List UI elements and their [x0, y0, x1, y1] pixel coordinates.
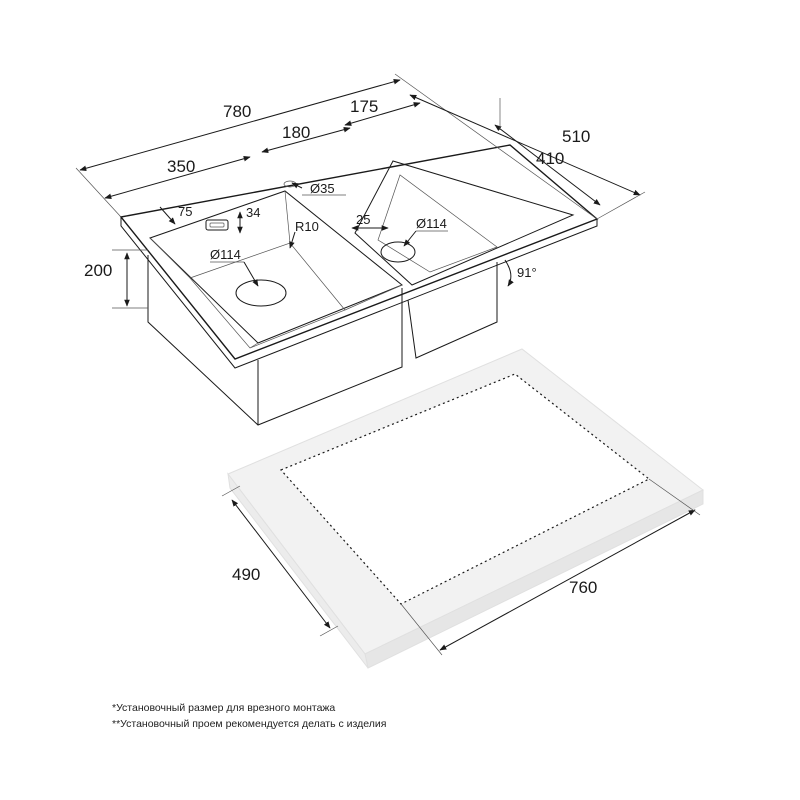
- right-bowl-inner: [377, 174, 498, 273]
- sink-dimension-lines: [75, 73, 646, 309]
- dim-75: 75: [178, 204, 192, 219]
- dim-25: 25: [356, 212, 370, 227]
- note-cutout-recommendation: **Установочный проем рекомендуется делат…: [112, 718, 387, 730]
- overflow-slot: [205, 219, 229, 231]
- dim-175: 175: [350, 97, 378, 116]
- dim-tap-hole: Ø35: [310, 181, 335, 196]
- countertop-cutout-drawing: [221, 348, 704, 669]
- dim-angle: 91°: [517, 265, 537, 280]
- left-drain-hole: [235, 279, 287, 307]
- sink-dimension-labels: 780 350 180 175 510 410 200 75 34 Ø35 R1…: [84, 97, 590, 280]
- dim-780: 780: [223, 102, 251, 121]
- dim-410: 410: [536, 149, 564, 168]
- right-bowl-rim: [354, 160, 575, 286]
- left-bowl-body: [147, 255, 403, 426]
- dim-34: 34: [246, 205, 260, 220]
- dim-200: 200: [84, 261, 112, 280]
- dim-radius: R10: [295, 219, 319, 234]
- dim-180: 180: [282, 123, 310, 142]
- sink-deck-outline: [119, 144, 599, 360]
- installation-notes: *Установочный размер для врезного монтаж…: [112, 700, 386, 732]
- dim-510: 510: [562, 127, 590, 146]
- dim-right-drain: Ø114: [416, 216, 447, 231]
- sink-drawing: [119, 144, 599, 426]
- right-drain-hole: [380, 241, 416, 263]
- cutout-dotted-outline: [279, 373, 651, 605]
- dim-760: 760: [569, 578, 597, 597]
- cutout-dimension-labels: 490 760: [232, 565, 597, 597]
- right-bowl-body: [407, 262, 498, 359]
- dim-350: 350: [167, 157, 195, 176]
- sink-deck-edge: [120, 217, 598, 369]
- note-installation-size: *Установочный размер для врезного монтаж…: [112, 702, 336, 714]
- dim-left-drain: Ø114: [210, 247, 241, 262]
- dim-490: 490: [232, 565, 260, 584]
- countertop-cutout: [281, 374, 649, 604]
